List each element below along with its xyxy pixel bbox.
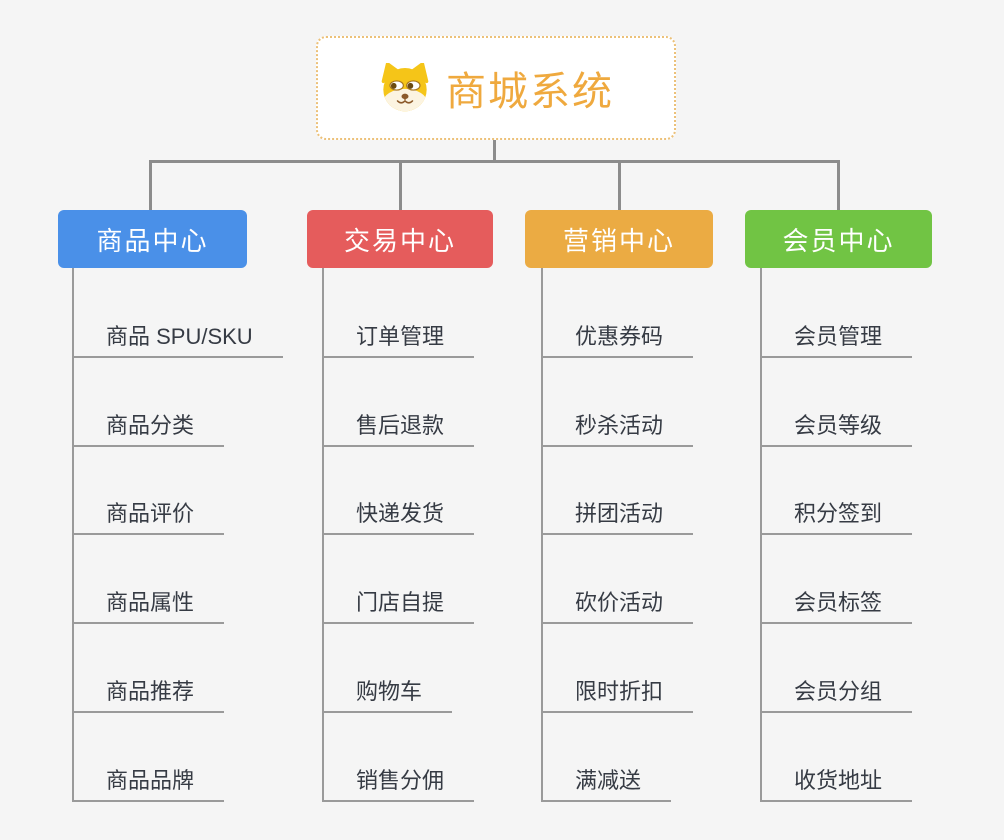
leaf-node[interactable]: 会员等级 [760, 411, 913, 447]
leaf-node[interactable]: 会员分组 [760, 677, 913, 713]
connector-drop-2 [399, 160, 402, 210]
leaf-node[interactable]: 商品品牌 [72, 766, 225, 802]
leaf-node[interactable]: 商品评价 [72, 499, 225, 535]
trunk-trade [322, 268, 324, 802]
leaf-node[interactable]: 商品 SPU/SKU [72, 322, 283, 358]
trunk-marketing [541, 268, 543, 802]
trunk-products [72, 268, 74, 802]
leaf-node[interactable]: 快递发货 [322, 499, 475, 535]
branch-box-members[interactable]: 会员中心 [745, 210, 932, 268]
leaf-node[interactable]: 商品推荐 [72, 677, 225, 713]
leaf-node[interactable]: 商品分类 [72, 411, 225, 447]
connector-drop-4 [837, 160, 840, 210]
connector-horizontal-bus [149, 160, 840, 163]
leaf-node[interactable]: 会员标签 [760, 588, 913, 624]
leaf-node[interactable]: 拼团活动 [541, 499, 694, 535]
leaf-node[interactable]: 限时折扣 [541, 677, 694, 713]
branch-box-marketing[interactable]: 营销中心 [525, 210, 713, 268]
leaf-node[interactable]: 优惠券码 [541, 322, 694, 358]
root-node[interactable]: 商城系统 [316, 36, 676, 140]
leaf-node[interactable]: 商品属性 [72, 588, 225, 624]
leaf-node[interactable]: 收货地址 [760, 766, 913, 802]
trunk-members [760, 268, 762, 802]
leaf-node[interactable]: 售后退款 [322, 411, 475, 447]
connector-drop-3 [618, 160, 621, 210]
root-title: 商城系统 [446, 70, 614, 114]
leaf-node[interactable]: 秒杀活动 [541, 411, 694, 447]
leaf-node[interactable]: 订单管理 [322, 322, 475, 358]
leaf-node[interactable]: 会员管理 [760, 322, 913, 358]
leaf-node[interactable]: 满减送 [541, 766, 672, 802]
leaf-node[interactable]: 购物车 [322, 677, 453, 713]
connector-root-stub [493, 140, 496, 163]
leaf-node[interactable]: 砍价活动 [541, 588, 694, 624]
leaf-node[interactable]: 销售分佣 [322, 766, 475, 802]
connector-drop-1 [149, 160, 152, 210]
dog-face-icon [378, 63, 432, 113]
leaf-node[interactable]: 门店自提 [322, 588, 475, 624]
branch-box-trade[interactable]: 交易中心 [307, 210, 493, 268]
leaf-node[interactable]: 积分签到 [760, 499, 913, 535]
branch-box-products[interactable]: 商品中心 [58, 210, 247, 268]
